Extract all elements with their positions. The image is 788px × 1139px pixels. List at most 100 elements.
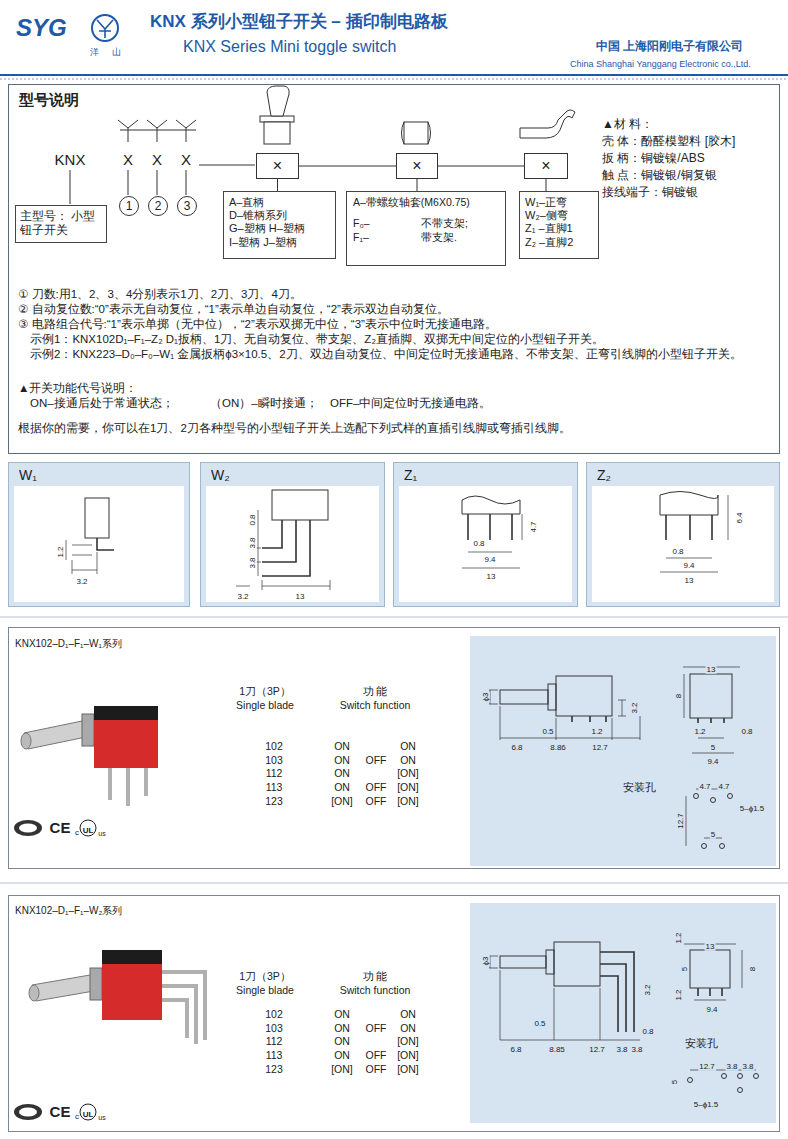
label-holder: 1.2: [667, 931, 685, 944]
connector-line: [417, 179, 418, 191]
label-text: 1刀（3P）: [239, 970, 291, 982]
label-holder: 5: [673, 966, 691, 972]
certification-mark: [19, 1108, 37, 1117]
node-text: F₀–: [353, 217, 421, 230]
dimension-label: 3.8: [630, 1045, 643, 1054]
node-text: 安装孔: [685, 1037, 718, 1050]
table-cell: [ON]: [397, 795, 419, 807]
product-photo: [32, 975, 94, 1001]
table-cell: ON: [400, 754, 416, 766]
pin-drawing: [262, 520, 310, 576]
material-spec: ▲材 料：: [602, 117, 653, 131]
label-holder: CE: [50, 1103, 71, 1121]
label-holder: [ON]: [397, 1045, 419, 1063]
note-text: ③ 电路组合代号:“1”表示单掷（无中位），“2”表示双掷无中位，“3”表示中位…: [18, 318, 497, 330]
pin-drawing: [666, 515, 712, 540]
label-holder: 103: [265, 1018, 283, 1036]
dimension-label: 0.8: [248, 513, 257, 526]
certification-mark: [80, 820, 96, 836]
dimension-label: 3.2: [643, 983, 652, 996]
dimension-label: 6.8: [509, 1045, 522, 1054]
dimension-label: 3.2: [75, 577, 88, 586]
dimension-drawing: [738, 1074, 743, 1079]
label-holder: Switch function: [340, 695, 411, 713]
node-text: 不带支架;: [421, 217, 495, 230]
drawing-panel: 安装孔: [471, 904, 777, 1124]
dimension-drawing: [600, 952, 634, 1032]
main-type-box: 主型号： 小型钮子开关: [15, 205, 107, 243]
dimension-drawing: [754, 1074, 759, 1079]
pin-drawing: [468, 514, 512, 540]
node-text: 安装孔: [623, 781, 656, 794]
dimension-label: 5: [710, 830, 716, 839]
dimension-label: 12.7: [591, 743, 609, 752]
header-rule: [0, 74, 788, 76]
node-text: 1: [119, 196, 139, 216]
label-holder: [ON]: [331, 791, 353, 809]
dimension-label: 9.4: [483, 555, 496, 564]
label-text: 功 能: [363, 685, 388, 697]
pin-drawing: [272, 490, 328, 520]
label-holder: 8.86: [549, 736, 567, 754]
label-holder: 13: [486, 565, 497, 583]
table-cell: ON: [400, 1022, 416, 1034]
dimension-label: 8.85: [548, 1045, 566, 1054]
label-holder: 1刀（3P）: [239, 681, 291, 699]
logo-mark: [97, 20, 113, 38]
dimension-label: 3.8: [741, 1062, 754, 1071]
label-holder: 5: [663, 1079, 681, 1085]
model-code: X: [181, 151, 191, 168]
connector-line: [546, 179, 547, 191]
code-box: ×: [396, 153, 438, 179]
table-cell: 112: [266, 767, 283, 779]
pin-panel-ground: [393, 462, 578, 607]
dimension-drawing: [683, 667, 740, 846]
label-holder: [ON]: [397, 1059, 419, 1077]
dimension-label: ϕ3: [481, 692, 490, 703]
series-section: KNX102–D₁–F₁–W₁系列安装孔: [8, 627, 780, 869]
circle-outline: [120, 197, 139, 216]
logo-mark: [92, 15, 118, 41]
cert-mark: UL: [83, 826, 94, 835]
label-holder: OFF: [366, 1045, 387, 1063]
table-cell: 123: [265, 795, 283, 807]
node-text: W₂–侧弯: [525, 209, 593, 222]
label-holder: 3.2: [236, 585, 249, 603]
dimension-drawing: [556, 676, 612, 716]
material-spec: 接线端子：铜镀银: [602, 185, 698, 199]
node-text: D–锥柄系列: [229, 209, 330, 222]
table-cell: OFF: [366, 1063, 387, 1075]
label-holder: 3.2: [636, 983, 654, 996]
table-cell: ON: [400, 740, 416, 752]
header-rule: [0, 617, 788, 618]
node-text: 带支架.: [421, 231, 495, 244]
dimension-label: 5: [710, 743, 716, 752]
pin-panel-ground: [592, 486, 774, 602]
dimension-drawing: [738, 1088, 743, 1093]
dimension-label: 0.8: [472, 539, 485, 548]
dimension-drawing: [702, 844, 707, 849]
label-holder: 1.2: [667, 988, 685, 1001]
pin-drawing: [462, 496, 520, 514]
label-holder: 6.4: [728, 511, 746, 524]
dimension-label: 5–ϕ1.5: [693, 1100, 720, 1109]
table-cell: ON: [334, 740, 350, 752]
header-rule: [0, 79, 788, 80]
label-text: Single blade: [236, 699, 294, 711]
label-text: 功 能: [363, 970, 388, 982]
cert-mark: UL: [83, 1110, 94, 1119]
label-holder: Single blade: [236, 695, 294, 713]
node-text: 2: [148, 196, 168, 216]
label-holder: 12.7: [669, 812, 687, 830]
dimension-drawing: [500, 700, 640, 740]
label-holder: 6.8: [509, 1038, 522, 1056]
dimension-label: 3.8: [725, 1062, 738, 1071]
node-text: 型号说明: [19, 91, 79, 109]
material-spec: 触 点：铜镀银/铜复银: [602, 168, 717, 182]
label-holder: [ON]: [397, 791, 419, 809]
note-text: 根据你的需要，你可以在1刀、2刀各种型号的小型钮子开关上选配下列式样的直插引线脚…: [18, 422, 571, 434]
dimension-label: 1.2: [674, 988, 683, 1001]
label-holder: SYG: [16, 14, 67, 42]
dimension-label: 9.4: [705, 1005, 718, 1014]
label-holder: [ON]: [397, 763, 419, 781]
